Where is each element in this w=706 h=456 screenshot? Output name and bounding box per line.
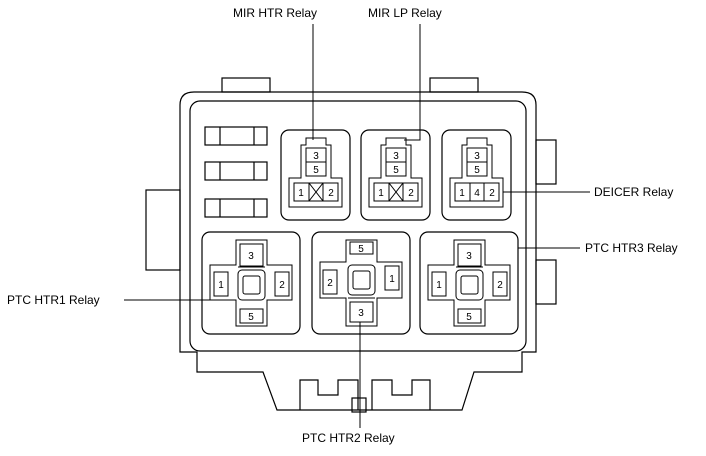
fuse-slot-2 <box>204 161 268 181</box>
mir-lp-connector <box>368 137 423 208</box>
deicer-pin: 5 <box>474 165 480 176</box>
bottom-feet <box>299 379 431 410</box>
mir-htr-relay-label: MIR HTR Relay <box>233 6 317 20</box>
deicer-pin: 2 <box>489 188 495 199</box>
ptc-htr1-pin: 2 <box>279 280 285 291</box>
deicer-connector <box>449 137 504 208</box>
ptc-htr1-connector <box>209 239 293 327</box>
top-tab-left <box>221 77 271 93</box>
ptc-htr3-relay-label: PTC HTR3 Relay <box>585 241 678 255</box>
ptc-htr3-relay-cavity <box>419 231 519 335</box>
ptc-htr1-pin: 3 <box>248 251 254 262</box>
ptc-htr3-pin: 5 <box>466 312 472 323</box>
ptc-htr1-relay-label: PTC HTR1 Relay <box>7 293 100 307</box>
ptc-htr3-pin: 2 <box>497 280 503 291</box>
housing-outline <box>179 91 537 411</box>
housing-inner-outline <box>189 100 527 352</box>
mir-htr-relay-cavity <box>280 129 351 221</box>
ptc-htr3-connector <box>427 239 511 327</box>
fuse-slot-1 <box>204 126 268 146</box>
mir-lp-pin: 3 <box>393 151 399 162</box>
mir-htr-pin: 3 <box>313 151 319 162</box>
mir-lp-leader <box>404 24 421 141</box>
deicer-relay-label: DEICER Relay <box>594 185 673 199</box>
mir-htr-pin: 2 <box>328 188 334 199</box>
deicer-pin: 1 <box>459 188 465 199</box>
ptc-htr2-pin: 2 <box>327 278 333 289</box>
deicer-pin: 3 <box>474 151 480 162</box>
fuse-slot-3 <box>204 198 268 218</box>
mir-htr-pin: 5 <box>313 165 319 176</box>
top-tab-right <box>429 77 479 93</box>
mir-lp-pin: 5 <box>393 165 399 176</box>
bottom-post <box>351 397 367 413</box>
ptc-htr2-pin: 5 <box>358 244 364 255</box>
mir-lp-relay-cavity <box>360 129 431 221</box>
deicer-pin: 4 <box>474 188 480 199</box>
right-lug-bottom <box>535 259 557 305</box>
left-lug <box>145 189 181 271</box>
deicer-relay-cavity <box>441 129 512 221</box>
mir-htr-pin: 1 <box>298 188 304 199</box>
ptc-htr3-pin: 3 <box>466 251 472 262</box>
mir-lp-relay-label: MIR LP Relay <box>368 6 442 20</box>
ptc-htr2-relay-label: PTC HTR2 Relay <box>302 431 395 445</box>
ptc-htr2-pin: 3 <box>358 308 364 319</box>
mir-lp-pin: 2 <box>408 188 414 199</box>
ptc-htr2-pin: 1 <box>389 274 395 285</box>
ptc-htr1-relay-cavity <box>201 231 301 335</box>
ptc-htr2-connector <box>319 239 403 327</box>
ptc-htr1-pin: 1 <box>218 280 224 291</box>
ptc-htr2-relay-cavity <box>311 231 411 335</box>
mir-htr-connector <box>288 137 343 208</box>
mir-lp-pin: 1 <box>378 188 384 199</box>
ptc-htr1-pin: 5 <box>248 312 254 323</box>
ptc-htr3-pin: 1 <box>436 280 442 291</box>
right-lug-top <box>535 139 557 185</box>
